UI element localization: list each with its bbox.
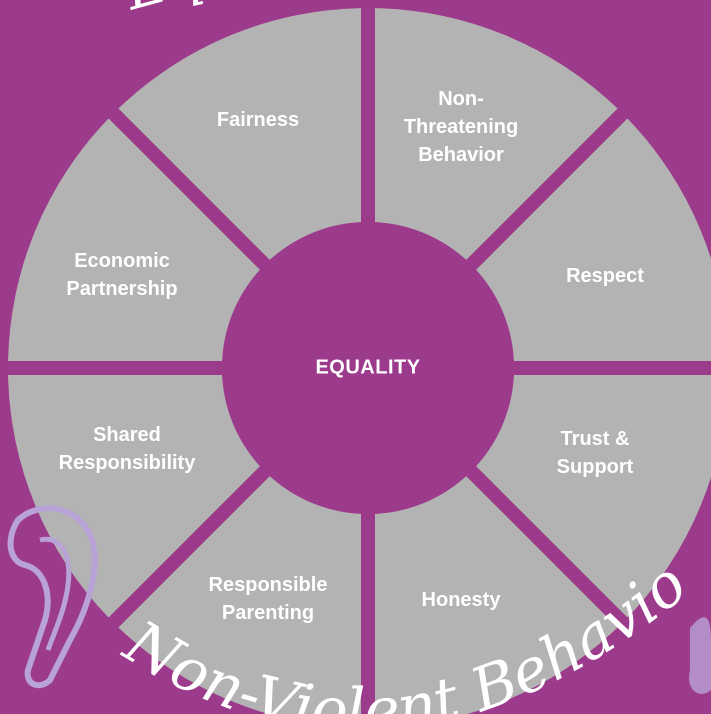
wheel-segments	[8, 8, 711, 714]
wheel-segment-respect	[476, 118, 711, 362]
wheel-hub	[222, 222, 514, 514]
segment-label-fairness: Fairness	[216, 109, 300, 131]
segment-label-respect: Respect	[566, 265, 644, 287]
wheel-segment-shared-responsibility	[8, 374, 260, 618]
segment-label-responsible-parenting: Responsible Parenting	[208, 574, 328, 624]
wheel-segment-economic-partnership	[8, 118, 260, 362]
wheel-segment-trust-support	[476, 374, 711, 618]
segment-label-honesty: Honesty	[421, 589, 501, 611]
wheel-segment-non-threatening-behavior	[374, 8, 618, 260]
center-label-equality: EQUALITY	[315, 356, 421, 379]
segment-label-economic-partnership: Economic Partnership	[66, 250, 178, 300]
segment-label-non-threatening-behavior: Non- Threatening Behavior	[403, 88, 519, 166]
bottom-left-decoration	[7, 505, 98, 689]
wheel-segment-responsible-parenting	[118, 476, 362, 714]
bottom-right-decoration	[689, 617, 711, 694]
wheel-segment-honesty	[374, 476, 618, 714]
wheel-segment-fairness	[118, 8, 362, 260]
segment-label-trust-support: Trust & Support	[556, 428, 634, 478]
segment-label-shared-responsibility: Shared Responsibility	[58, 424, 196, 474]
